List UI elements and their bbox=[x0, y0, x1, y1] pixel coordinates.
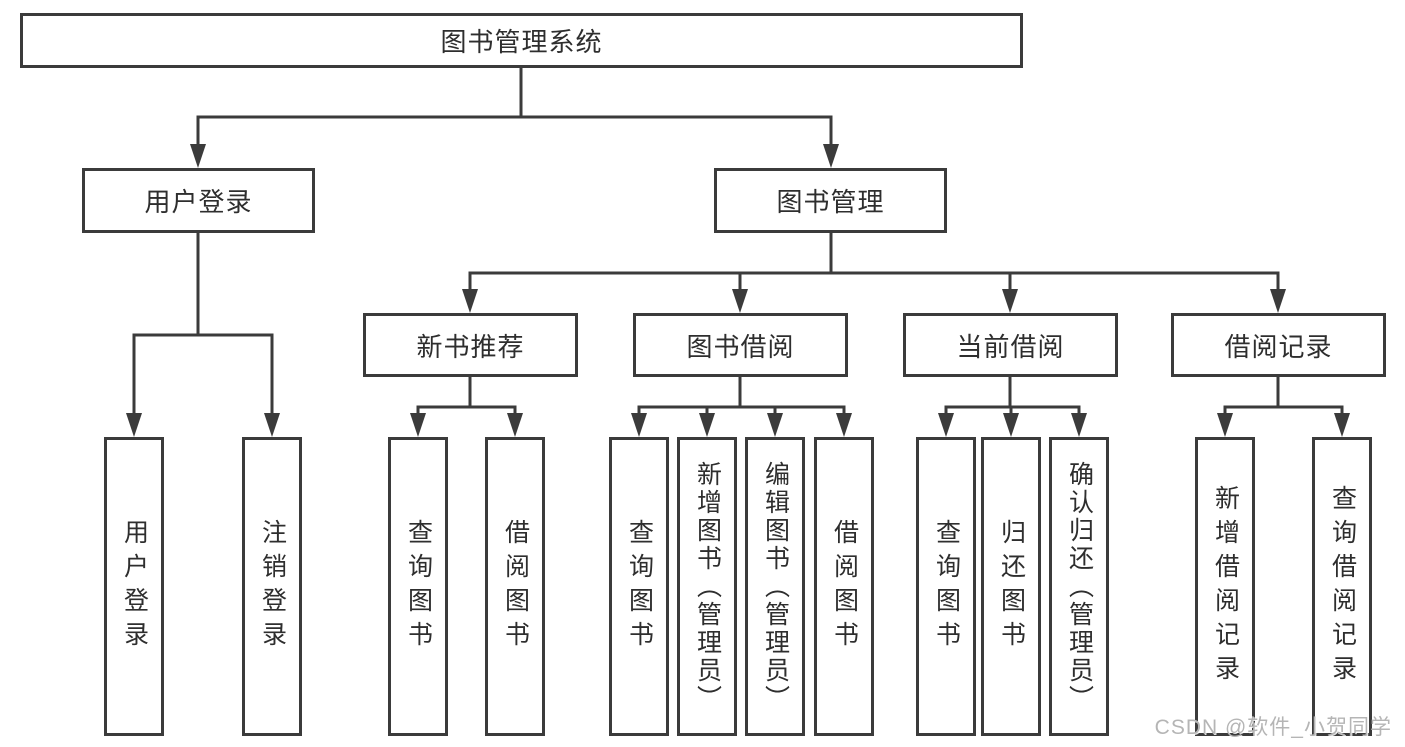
leaf-edit-books-admin-label: 编辑图书（管理员） bbox=[761, 460, 790, 713]
leaf-user-login-label: 用户登录 bbox=[120, 518, 149, 655]
arrowhead bbox=[462, 289, 478, 313]
arrowhead bbox=[631, 413, 647, 437]
leaf-current-query-books-label: 查询图书 bbox=[932, 518, 961, 655]
csdn-watermark: CSDN @软件_小贺同学 bbox=[1154, 716, 1392, 739]
leaf-return-books-label: 归还图书 bbox=[997, 518, 1026, 655]
arrowhead bbox=[1270, 289, 1286, 313]
leaf-query-borrow-record: 查询借阅记录 bbox=[1312, 437, 1372, 736]
arrowhead bbox=[1002, 289, 1018, 313]
arrowhead bbox=[938, 413, 954, 437]
arrowhead bbox=[836, 413, 852, 437]
leaf-add-borrow-record: 新增借阅记录 bbox=[1195, 437, 1255, 736]
leaf-borrow-query-books-label: 查询图书 bbox=[625, 518, 654, 655]
node-borrow-records-label: 借阅记录 bbox=[1224, 331, 1333, 362]
node-root-label: 图书管理系统 bbox=[440, 27, 603, 57]
node-user-login: 用户登录 bbox=[82, 168, 315, 233]
leaf-edit-books-admin: 编辑图书（管理员） bbox=[745, 437, 805, 736]
node-current-borrow: 当前借阅 bbox=[903, 313, 1118, 377]
connector-root bbox=[196, 68, 833, 146]
arrowhead bbox=[767, 413, 783, 437]
leaf-confirm-return-admin: 确认归还（管理员） bbox=[1049, 437, 1109, 736]
leaf-query-borrow-record-label: 查询借阅记录 bbox=[1328, 484, 1357, 689]
leaf-add-borrow-record-label: 新增借阅记录 bbox=[1211, 484, 1240, 689]
leaf-borrow-books: 借阅图书 bbox=[814, 437, 874, 736]
arrowhead bbox=[264, 413, 280, 437]
node-new-book-recommend-label: 新书推荐 bbox=[416, 331, 525, 362]
connector-book-management bbox=[468, 233, 1280, 291]
arrowhead bbox=[732, 289, 748, 313]
leaf-current-query-books: 查询图书 bbox=[916, 437, 976, 736]
leaf-logout: 注销登录 bbox=[242, 437, 302, 736]
leaf-recommend-query-books: 查询图书 bbox=[388, 437, 448, 736]
leaf-recommend-query-books-label: 查询图书 bbox=[404, 518, 433, 655]
connector-user-login bbox=[132, 233, 274, 415]
connector-borrow-records bbox=[1223, 377, 1344, 417]
arrowhead bbox=[823, 144, 839, 168]
node-root: 图书管理系统 bbox=[20, 13, 1023, 68]
arrowhead bbox=[1334, 413, 1350, 437]
leaf-borrow-query-books: 查询图书 bbox=[609, 437, 669, 736]
leaf-add-books-admin: 新增图书（管理员） bbox=[677, 437, 737, 736]
node-book-borrow: 图书借阅 bbox=[633, 313, 848, 377]
arrowhead bbox=[507, 413, 523, 437]
leaf-recommend-borrow-books: 借阅图书 bbox=[485, 437, 545, 736]
node-new-book-recommend: 新书推荐 bbox=[363, 313, 578, 377]
arrowhead bbox=[699, 413, 715, 437]
node-book-borrow-label: 图书借阅 bbox=[686, 331, 795, 362]
arrowhead bbox=[410, 413, 426, 437]
node-book-management-label: 图书管理 bbox=[776, 187, 885, 217]
leaf-logout-label: 注销登录 bbox=[258, 518, 287, 655]
connector-new-book-recommend bbox=[416, 377, 517, 417]
leaf-add-books-admin-label: 新增图书（管理员） bbox=[693, 460, 722, 713]
leaf-recommend-borrow-books-label: 借阅图书 bbox=[501, 518, 530, 655]
arrowhead bbox=[126, 413, 142, 437]
leaf-return-books: 归还图书 bbox=[981, 437, 1041, 736]
leaf-borrow-books-label: 借阅图书 bbox=[830, 518, 859, 655]
node-current-borrow-label: 当前借阅 bbox=[956, 331, 1065, 362]
arrowhead bbox=[190, 144, 206, 168]
arrowhead bbox=[1071, 413, 1087, 437]
node-borrow-records: 借阅记录 bbox=[1171, 313, 1386, 377]
node-user-login-label: 用户登录 bbox=[144, 187, 253, 217]
connector-current-borrow bbox=[944, 377, 1081, 417]
leaf-user-login: 用户登录 bbox=[104, 437, 164, 736]
connector-book-borrow bbox=[637, 377, 846, 417]
node-book-management: 图书管理 bbox=[714, 168, 947, 233]
arrowhead bbox=[1217, 413, 1233, 437]
arrowhead bbox=[1003, 413, 1019, 437]
leaf-confirm-return-admin-label: 确认归还（管理员） bbox=[1065, 460, 1094, 713]
